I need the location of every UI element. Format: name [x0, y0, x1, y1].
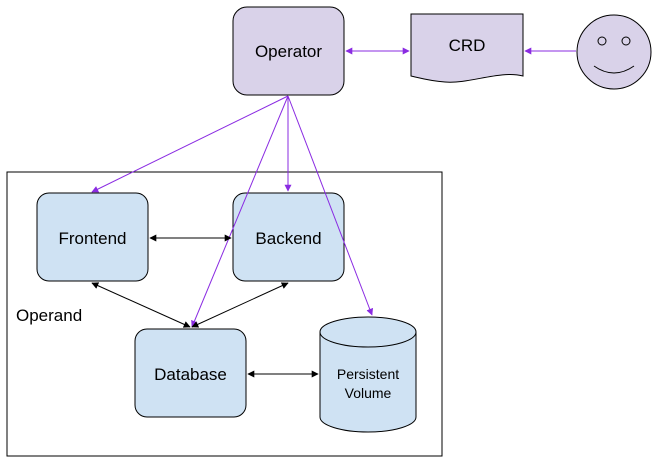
arrow-operator-persistent-volume [287, 95, 374, 316]
arrow-frontend-database [91, 282, 191, 328]
smiley-face-icon [576, 14, 652, 90]
arrow-operator-frontend [91, 95, 289, 193]
backend-node[interactable]: Backend [232, 192, 345, 282]
backend-label: Backend [255, 229, 321, 248]
arrow-backend-database [191, 282, 289, 328]
crd-label: CRD [449, 36, 486, 55]
persistent-volume-node[interactable]: Persistent Volume [319, 316, 417, 433]
operator-node[interactable]: Operator [232, 6, 345, 96]
database-label: Database [154, 365, 227, 384]
persistent-volume-label-line1: Persistent [337, 366, 399, 382]
database-node[interactable]: Database [134, 328, 247, 418]
frontend-label: Frontend [58, 229, 126, 248]
frontend-node[interactable]: Frontend [36, 192, 149, 282]
crd-node[interactable]: CRD [410, 13, 524, 83]
persistent-volume-label-line2: Volume [345, 385, 392, 401]
operand-label: Operand [16, 306, 82, 325]
operator-label: Operator [255, 42, 322, 61]
operand-container [6, 171, 443, 457]
